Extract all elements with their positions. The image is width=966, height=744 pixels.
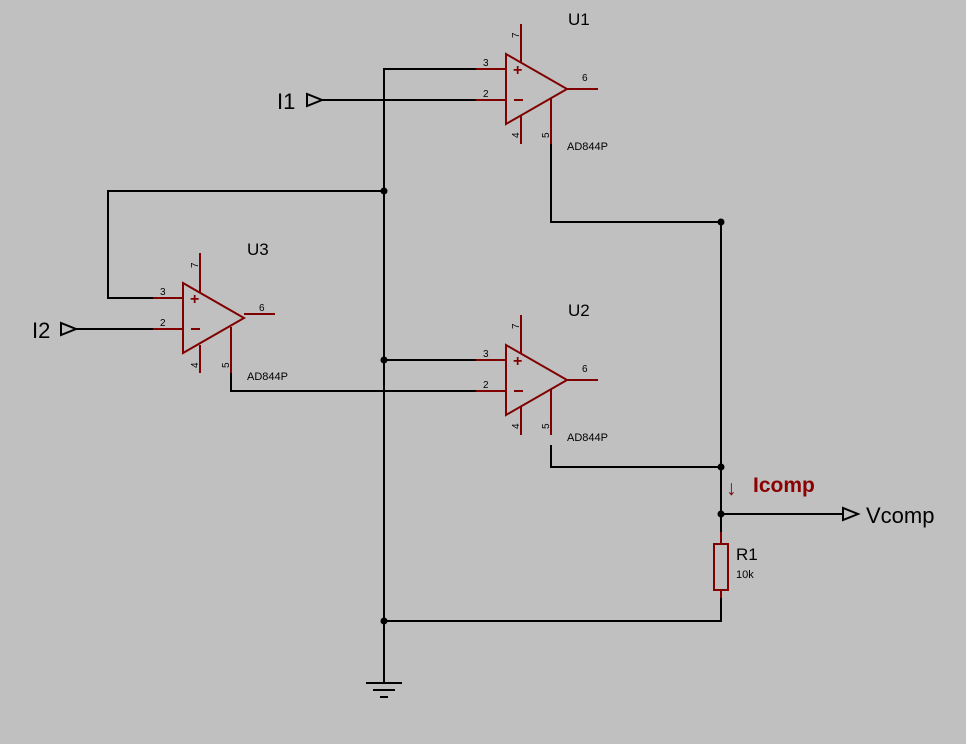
opamp-triangle (505, 52, 570, 126)
opamp-ref-label: U2 (568, 301, 590, 320)
junction-dot (717, 463, 725, 471)
terminal-i1[interactable]: I1 (277, 89, 325, 114)
pin-number-minus: 2 (483, 380, 489, 391)
resistor-value-label: 10k (736, 569, 754, 581)
terminal-arrow-icon (60, 321, 79, 337)
wire-u1-plus-to-ground-bus (383, 68, 477, 622)
plus-sign: + (513, 62, 522, 79)
opamp-u2[interactable]: + 3 2 6 7 4 5 U2 AD844P (476, 301, 608, 444)
opamp-triangle (505, 343, 570, 417)
wire-u2-pin5-to-output-node (550, 445, 722, 468)
pin-number-top: 7 (511, 323, 522, 329)
pin-number-bot-right: 5 (221, 362, 232, 368)
opamp-model-label: AD844P (247, 371, 288, 383)
resistor-ref-label: R1 (736, 545, 758, 564)
opamp-u3[interactable]: + 3 2 6 7 4 5 U3 AD844P (153, 240, 288, 383)
pin-number-out: 6 (259, 303, 265, 314)
opamp-ref-label: U3 (247, 240, 269, 259)
junction-dot (380, 356, 388, 364)
current-annotation: ↓ Icomp (726, 474, 815, 500)
wire-u3-pin5-to-u2-minus (230, 373, 477, 392)
current-label-icomp: Icomp (753, 474, 815, 497)
current-arrow-icon: ↓ (726, 477, 737, 500)
terminal-i2[interactable]: I2 (32, 318, 79, 343)
pin-number-top: 7 (511, 32, 522, 38)
pin-number-out: 6 (582, 364, 588, 375)
junction-dot (717, 510, 725, 518)
wire-r1-to-ground-bus (383, 595, 722, 622)
pin-number-minus: 2 (483, 89, 489, 100)
opamp-model-label: AD844P (567, 432, 608, 444)
pin-number-out: 6 (582, 73, 588, 84)
opamp-ref-label: U1 (568, 10, 590, 29)
pin-number-minus: 2 (160, 318, 166, 329)
pin-number-bot-left: 4 (511, 423, 522, 429)
wires (75, 68, 844, 683)
pin-number-bot-right: 5 (541, 132, 552, 138)
pin-number-plus: 3 (483, 58, 489, 69)
terminal-label-i1: I1 (277, 89, 295, 114)
pin-number-top: 7 (190, 262, 201, 268)
ground-symbol-icon (366, 682, 402, 698)
wire-u3-plus-feedback (107, 190, 385, 299)
pin-number-bot-left: 4 (190, 362, 201, 368)
terminal-arrow-icon (842, 506, 861, 522)
opamp-model-label: AD844P (567, 141, 608, 153)
plus-sign: + (190, 291, 199, 308)
resistor-body (713, 543, 729, 591)
junction-dot (717, 218, 725, 226)
wire-u1-pin5-to-output-node (550, 143, 722, 541)
plus-sign: + (513, 353, 522, 370)
junctions (380, 187, 725, 625)
junction-dot (380, 187, 388, 195)
terminal-label-vcomp: Vcomp (866, 503, 934, 528)
junction-dot (380, 617, 388, 625)
terminal-label-i2: I2 (32, 318, 50, 343)
terminal-arrow-icon (306, 92, 325, 108)
opamp-u1[interactable]: + 3 2 6 7 4 5 U1 AD844P (476, 10, 608, 153)
pin-number-bot-right: 5 (541, 423, 552, 429)
resistor-r1[interactable]: R1 10k (713, 532, 758, 598)
pin-number-plus: 3 (160, 287, 166, 298)
opamp-triangle (182, 281, 247, 355)
pin-number-bot-left: 4 (511, 132, 522, 138)
pin-number-plus: 3 (483, 349, 489, 360)
terminal-vcomp[interactable]: Vcomp (842, 503, 934, 528)
